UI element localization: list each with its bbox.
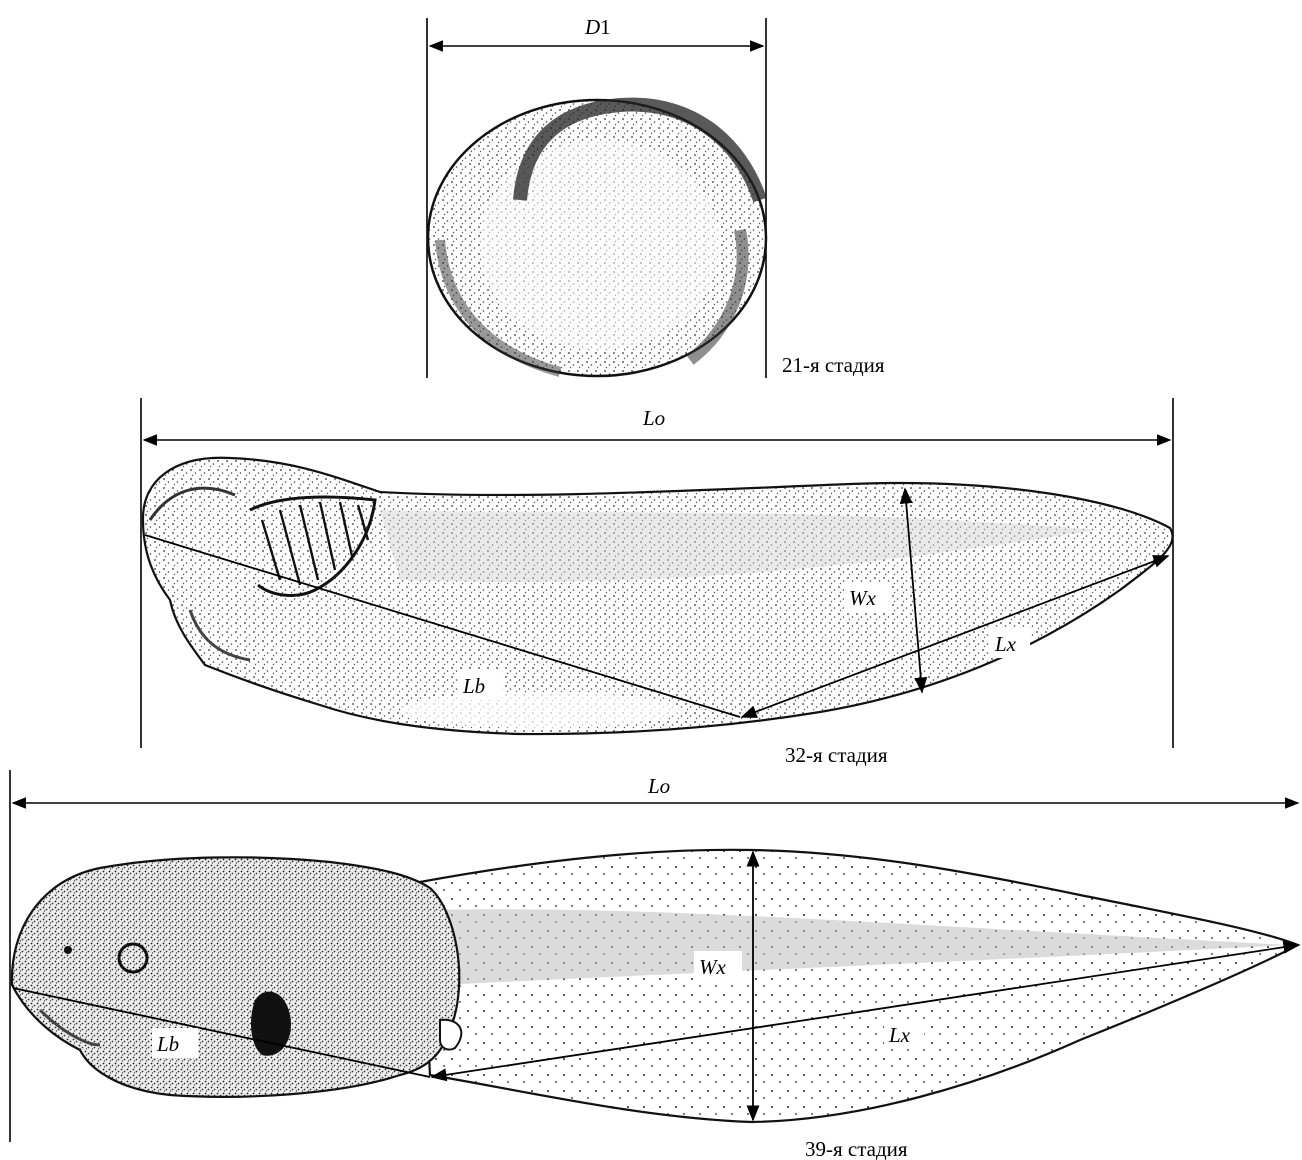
stage-39-group: Lo Lb Wx Lx 39-я стадия — [10, 770, 1298, 1160]
stage-21-group: D1 21-я стадия — [427, 15, 885, 378]
stage-32-caption: 32-я стадия — [785, 743, 888, 767]
svg-text:D1: D1 — [584, 15, 611, 39]
lb-label-32: Lb — [462, 674, 485, 698]
stage-32-group: Lo Lb Wx Lx 32-я стадия — [141, 398, 1173, 767]
lx-label-39: Lx — [888, 1023, 911, 1047]
lo-label-32: Lo — [642, 406, 665, 430]
lo-label-39: Lo — [647, 774, 670, 798]
stage-21-embryo-drawing — [428, 100, 766, 376]
lx-label-32: Lx — [994, 632, 1017, 656]
stage-21-caption: 21-я стадия — [782, 353, 885, 377]
wx-label-32: Wx — [849, 586, 876, 610]
d1-label-letter: D — [584, 15, 600, 39]
wx-label-39: Wx — [699, 955, 726, 979]
lb-label-39: Lb — [156, 1032, 179, 1056]
stage-39-tadpole-drawing — [12, 850, 1298, 1122]
stage-39-caption: 39-я стадия — [805, 1137, 908, 1160]
d1-label-suffix: 1 — [600, 15, 611, 39]
